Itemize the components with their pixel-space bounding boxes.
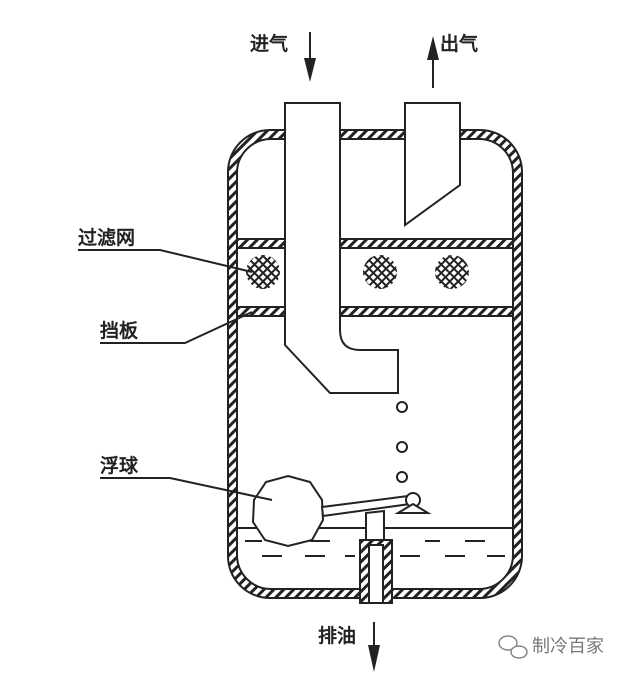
baffle-leader-line: [100, 311, 253, 344]
oil-drain-label: 排油: [318, 624, 356, 647]
inlet-label: 进气: [250, 32, 288, 55]
outlet-label: 出气: [440, 32, 478, 55]
float-ball-assembly: [251, 474, 432, 554]
filter-screen-label: 过滤网: [78, 227, 135, 249]
drain-arrow-icon: [368, 622, 380, 672]
float-ball-label: 浮球: [100, 454, 139, 477]
filter-leader-line: [78, 249, 253, 273]
oil-droplets: [396, 401, 408, 483]
filter-top-plate: [236, 238, 514, 249]
outlet-pipe: [404, 102, 461, 227]
inlet-pipe: [284, 102, 399, 394]
baffle-label: 挡板: [100, 319, 139, 342]
watermark-text: 制冷百家: [532, 636, 604, 657]
drain-pipe: [359, 539, 393, 604]
filter-mesh: [246, 255, 469, 289]
inlet-arrow-icon: [304, 32, 316, 82]
outlet-arrow-icon: [427, 36, 439, 88]
wechat-icon: [498, 635, 528, 659]
baffle-plate: [236, 306, 514, 317]
float-leader-line: [100, 477, 273, 501]
